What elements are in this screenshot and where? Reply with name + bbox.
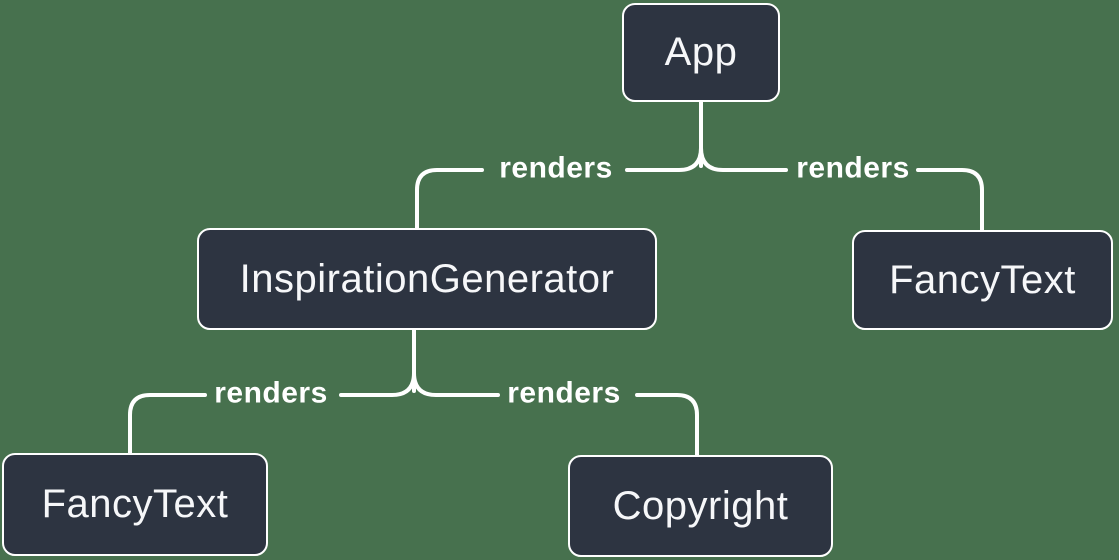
node-fancy-text-bottom: FancyText [2, 453, 268, 556]
edge-app-right-branch [699, 146, 788, 172]
node-inspiration-generator: InspirationGenerator [197, 228, 657, 330]
edge-app-to-fancytext [916, 168, 984, 232]
edge-label-app-inspirationgenerator: renders [499, 151, 613, 185]
edge-label-inspirationgenerator-copyright: renders [507, 376, 621, 410]
edge-app-left-branch [625, 146, 703, 172]
edge-label-app-fancytext: renders [796, 151, 910, 185]
edge-inspirationgenerator-to-fancytext [128, 393, 207, 455]
edge-inspirationgenerator-left-branch [339, 371, 416, 397]
edge-inspirationgenerator-to-copyright [635, 393, 699, 457]
node-fancy-text-top: FancyText [852, 230, 1113, 330]
node-app: App [622, 3, 780, 102]
node-copyright: Copyright [568, 455, 833, 557]
edge-app-to-inspirationgenerator [415, 168, 484, 230]
edge-label-inspirationgenerator-fancytext: renders [214, 376, 328, 410]
edge-inspirationgenerator-right-branch [412, 371, 500, 397]
